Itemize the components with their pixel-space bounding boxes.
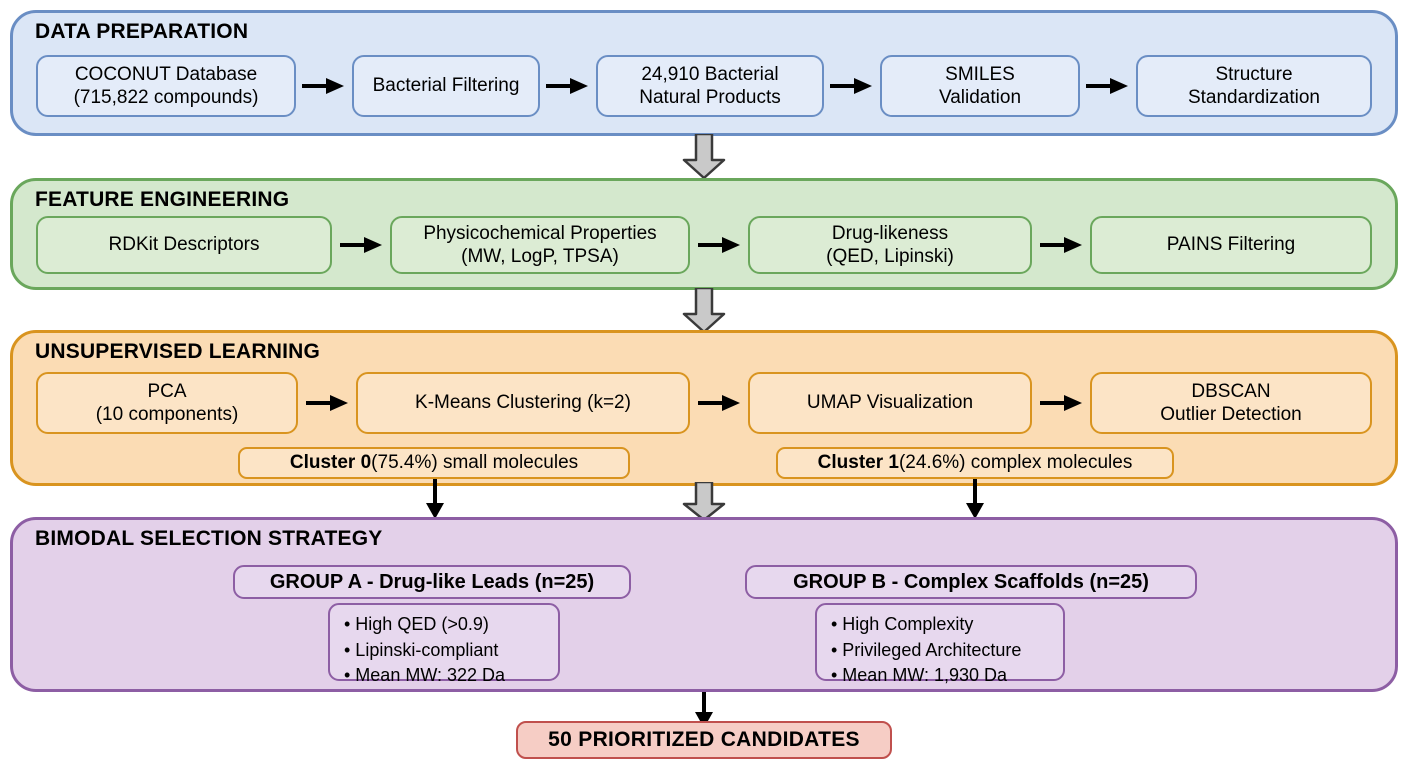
final-result-box[interactable]: 50 PRIORITIZED CANDIDATES xyxy=(516,721,892,759)
arrow-down-icon xyxy=(426,479,444,519)
arrow-icon xyxy=(698,237,740,253)
arrow-icon xyxy=(1086,78,1128,94)
section-title-bimodal-selection-strategy: BIMODAL SELECTION STRATEGY xyxy=(35,527,383,550)
node-text: Drug-likeness (QED, Lipinski) xyxy=(826,222,954,267)
group-b-bullet-1: • High Complexity xyxy=(831,614,974,634)
group-b-bullets: • High Complexity • Privileged Architect… xyxy=(815,603,1065,685)
group-a-bullet-2: • Lipinski-compliant xyxy=(344,639,499,660)
node-text: DBSCAN Outlier Detection xyxy=(1160,380,1302,425)
group-a-header[interactable]: GROUP A - Drug-like Leads (n=25) xyxy=(233,565,631,599)
node-text: 24,910 Bacterial Natural Products xyxy=(639,63,781,108)
arrow-icon xyxy=(698,395,740,411)
arrow-icon xyxy=(830,78,872,94)
node-pca[interactable]: PCA (10 components) xyxy=(36,372,298,434)
node-text: PAINS Filtering xyxy=(1166,234,1296,256)
cluster-1-label[interactable]: Cluster 1 (24.6%) complex molecules xyxy=(776,447,1174,479)
cluster-0-name: Cluster 0 xyxy=(289,452,372,473)
node-text: Physicochemical Properties (MW, LogP, TP… xyxy=(423,222,657,267)
section-title-unsupervised-learning: UNSUPERVISED LEARNING xyxy=(35,340,321,363)
node-drug-likeness[interactable]: Drug-likeness (QED, Lipinski) xyxy=(748,216,1032,274)
arrow-down-icon xyxy=(695,692,713,728)
node-dbscan-outlier-detection[interactable]: DBSCAN Outlier Detection xyxy=(1090,372,1372,434)
group-a-bullet-3: • Mean MW: 322 Da xyxy=(344,665,506,686)
arrow-icon xyxy=(306,395,348,411)
group-b-bullet-2: • Privileged Architecture xyxy=(831,639,1022,660)
section-bimodal-selection-strategy: BIMODAL SELECTION STRATEGY xyxy=(10,517,1398,692)
node-text: K-Means Clustering (k=2) xyxy=(415,392,631,414)
group-a-bullets: • High QED (>0.9) • Lipinski-compliant •… xyxy=(328,603,560,685)
arrow-down-icon xyxy=(966,479,984,519)
cluster-1-name: Cluster 1 xyxy=(817,452,899,473)
node-text: Structure Standardization xyxy=(1187,63,1321,108)
node-text: RDKit Descriptors xyxy=(108,234,260,256)
cluster-1-detail: (24.6%) complex molecules xyxy=(898,452,1133,473)
group-b-bullet-3: • Mean MW: 1,930 Da xyxy=(831,665,1008,686)
node-text: UMAP Visualization xyxy=(806,392,974,414)
arrow-icon xyxy=(1040,237,1082,253)
node-umap-visualization[interactable]: UMAP Visualization xyxy=(748,372,1032,434)
section-title-data-preparation: DATA PREPARATION xyxy=(35,20,249,43)
node-bacterial-natural-products[interactable]: 24,910 Bacterial Natural Products xyxy=(596,55,824,117)
arrow-icon xyxy=(1040,395,1082,411)
cluster-0-detail: (75.4%) small molecules xyxy=(371,452,579,473)
node-structure-standardization[interactable]: Structure Standardization xyxy=(1136,55,1372,117)
node-smiles-validation[interactable]: SMILES Validation xyxy=(880,55,1080,117)
group-a-bullet-1: • High QED (>0.9) xyxy=(344,614,489,634)
node-kmeans-clustering[interactable]: K-Means Clustering (k=2) xyxy=(356,372,690,434)
node-text: SMILES Validation xyxy=(938,63,1022,108)
group-b-header[interactable]: GROUP B - Complex Scaffolds (n=25) xyxy=(745,565,1197,599)
node-physicochemical-properties[interactable]: Physicochemical Properties (MW, LogP, TP… xyxy=(390,216,690,274)
block-arrow-down-icon xyxy=(682,134,726,180)
cluster-0-label[interactable]: Cluster 0 (75.4%) small molecules xyxy=(238,447,630,479)
node-text: Bacterial Filtering xyxy=(372,75,520,97)
node-text: PCA (10 components) xyxy=(95,380,239,425)
arrow-icon xyxy=(546,78,588,94)
block-arrow-down-icon xyxy=(682,288,726,334)
final-result-label: 50 PRIORITIZED CANDIDATES xyxy=(548,728,860,751)
block-arrow-down-icon xyxy=(682,482,726,522)
node-rdkit-descriptors[interactable]: RDKit Descriptors xyxy=(36,216,332,274)
node-pains-filtering[interactable]: PAINS Filtering xyxy=(1090,216,1372,274)
node-bacterial-filtering[interactable]: Bacterial Filtering xyxy=(352,55,540,117)
section-title-feature-engineering: FEATURE ENGINEERING xyxy=(35,188,290,211)
arrow-icon xyxy=(302,78,344,94)
node-text: COCONUT Database (715,822 compounds) xyxy=(73,63,259,108)
arrow-icon xyxy=(340,237,382,253)
node-coconut-database[interactable]: COCONUT Database (715,822 compounds) xyxy=(36,55,296,117)
